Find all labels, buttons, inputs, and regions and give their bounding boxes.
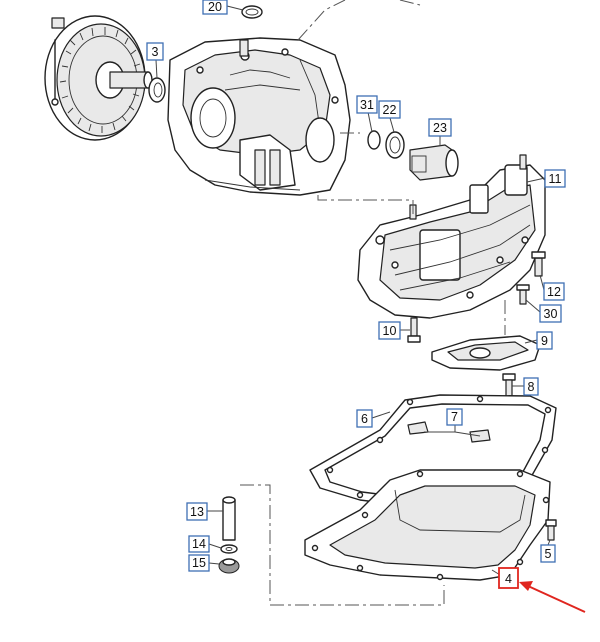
svg-text:30: 30	[544, 307, 558, 321]
torque-converter	[44, 15, 153, 141]
svg-text:22: 22	[383, 103, 397, 117]
callout-4: 4	[498, 567, 519, 589]
oil-pan-4	[304, 469, 551, 581]
connector-sleeve-23	[409, 144, 459, 181]
svg-text:15: 15	[192, 556, 206, 570]
svg-text:14: 14	[192, 537, 206, 551]
o-ring-31	[367, 130, 381, 150]
transmission-housing	[167, 37, 351, 196]
callout-6: 6	[356, 409, 373, 428]
drain-plug-15	[218, 558, 240, 574]
svg-text:4: 4	[505, 572, 512, 586]
svg-text:3: 3	[152, 45, 159, 59]
callout-23: 23	[428, 118, 452, 137]
callout-5: 5	[540, 544, 556, 563]
svg-text:10: 10	[383, 324, 397, 338]
callout-30: 30	[539, 304, 562, 323]
o-ring-22	[385, 131, 405, 159]
svg-text:31: 31	[360, 98, 374, 112]
svg-text:13: 13	[190, 505, 204, 519]
oil-filter-9	[431, 335, 541, 371]
callout-8: 8	[523, 377, 539, 396]
callout-14: 14	[188, 535, 210, 553]
callout-7: 7	[446, 408, 463, 426]
svg-text:7: 7	[451, 410, 458, 424]
svg-text:6: 6	[361, 412, 368, 426]
leader-lines	[155, 5, 551, 579]
callout-12: 12	[543, 282, 565, 301]
callout-22: 22	[378, 100, 401, 119]
bolt-5	[545, 519, 557, 541]
washer-14	[220, 544, 238, 554]
svg-text:9: 9	[541, 334, 548, 348]
callout-11: 11	[544, 169, 566, 188]
assembly-dash-lines	[240, 0, 506, 606]
callout-3: 3	[146, 42, 164, 61]
svg-text:12: 12	[547, 285, 561, 299]
callout-20: 20	[202, 0, 228, 15]
bolt-12	[531, 251, 546, 277]
highlight-arrow	[519, 581, 586, 613]
callout-9: 9	[536, 331, 553, 350]
overflow-tube-13	[222, 496, 236, 541]
valve-body-mechatronic	[357, 154, 546, 319]
callout-10: 10	[378, 321, 401, 340]
bolt-10	[407, 317, 421, 343]
seal-ring-3	[148, 77, 166, 103]
callout-31: 31	[356, 95, 378, 114]
svg-text:5: 5	[545, 547, 552, 561]
bolt-30	[516, 284, 530, 305]
svg-text:11: 11	[549, 172, 562, 186]
svg-text:20: 20	[208, 0, 222, 14]
svg-text:23: 23	[433, 121, 447, 135]
o-ring-20	[241, 5, 263, 19]
bolt-8	[502, 373, 516, 397]
callout-13: 13	[186, 502, 208, 521]
svg-text:8: 8	[528, 380, 535, 394]
callout-15: 15	[188, 554, 210, 572]
